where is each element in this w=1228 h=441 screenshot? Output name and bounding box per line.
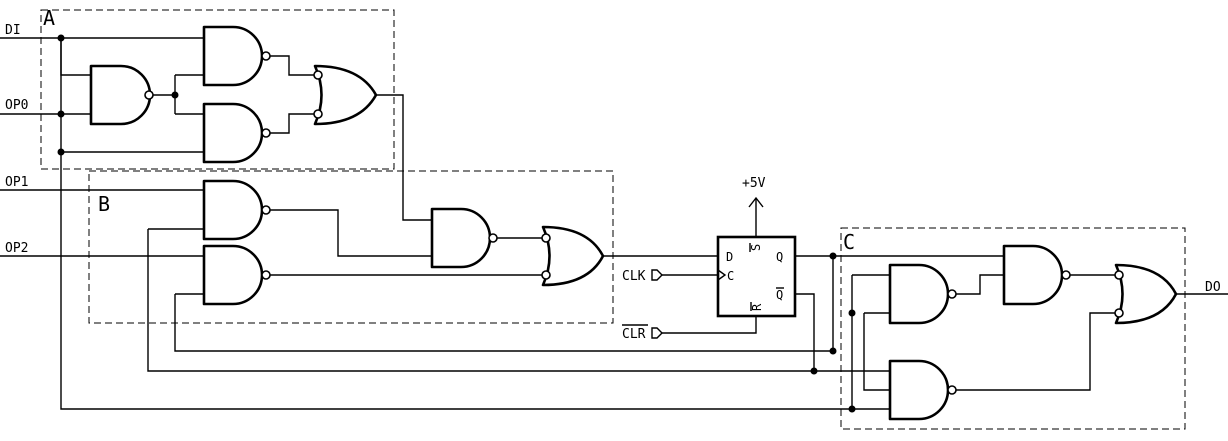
inversion-bubble <box>541 233 551 243</box>
or-gate-a <box>313 64 378 126</box>
junction-dot <box>848 309 856 317</box>
input-label-op1: OP1 <box>5 175 28 190</box>
wiring <box>0 37 1228 410</box>
output-label-do: DO <box>1205 280 1221 295</box>
junction-dot <box>57 110 65 118</box>
or-gate-c <box>1114 263 1178 325</box>
junction-dot <box>829 252 837 260</box>
nand-gate-b2 <box>202 244 264 306</box>
inversion-bubble <box>1114 308 1124 318</box>
junctions <box>57 34 856 413</box>
clr-connector-icon <box>651 327 663 339</box>
inversion-bubble <box>313 109 323 119</box>
nand-gate-c3 <box>888 359 950 421</box>
inversion-bubble <box>1114 270 1124 280</box>
inversion-bubble <box>947 289 957 299</box>
block-a-outline <box>40 9 395 170</box>
flip-flop-pin-qbar: Q <box>776 288 783 302</box>
inversion-bubble <box>313 70 323 80</box>
inversion-bubble <box>947 385 957 395</box>
inversion-bubble <box>1061 270 1071 280</box>
d-flip-flop: D C Q Q S R <box>716 235 797 318</box>
junction-dot <box>171 91 179 99</box>
nand-gate-b1 <box>202 179 264 241</box>
clock-triangle-icon <box>717 269 727 281</box>
flip-flop-pin-d: D <box>726 250 733 264</box>
junction-dot <box>57 148 65 156</box>
inversion-bubble <box>261 205 271 215</box>
inversion-bubble <box>541 270 551 280</box>
nand-gate-a3 <box>202 102 264 164</box>
inversion-bubble <box>261 270 271 280</box>
or-gate-b <box>541 225 605 287</box>
inversion-bubble <box>261 51 271 61</box>
nand-gate-c2 <box>1002 244 1064 306</box>
nand-gate-a2 <box>202 25 264 87</box>
input-label-di: DI <box>5 23 21 38</box>
input-label-clk: CLK <box>622 269 646 284</box>
flip-flop-body <box>716 235 797 318</box>
block-c-label: C <box>843 230 855 254</box>
junction-dot <box>810 367 818 375</box>
nand-gate-a1 <box>89 64 152 126</box>
inversion-bubble <box>261 128 271 138</box>
input-label-op2: OP2 <box>5 241 28 256</box>
flip-flop-pin-c: C <box>727 269 734 283</box>
supply-label: +5V <box>742 176 766 191</box>
block-c-outline <box>840 227 1186 430</box>
block-b-outline <box>88 170 614 324</box>
junction-dot <box>829 347 837 355</box>
clk-connector-icon <box>651 269 663 281</box>
nand-gate-b3 <box>430 207 492 269</box>
input-label-clr: CLR <box>622 327 646 342</box>
junction-dot <box>57 34 65 42</box>
junction-dot <box>848 405 856 413</box>
nand-gate-c1 <box>888 263 950 325</box>
flip-flop-pin-r: R <box>750 303 764 311</box>
flip-flop-pin-q: Q <box>776 250 783 264</box>
inversion-bubble <box>144 90 154 100</box>
block-b-label: B <box>98 192 110 216</box>
input-label-op0: OP0 <box>5 98 28 113</box>
block-a-label: A <box>43 6 55 30</box>
inversion-bubble <box>488 233 498 243</box>
flip-flop-pin-s: S <box>749 244 763 251</box>
